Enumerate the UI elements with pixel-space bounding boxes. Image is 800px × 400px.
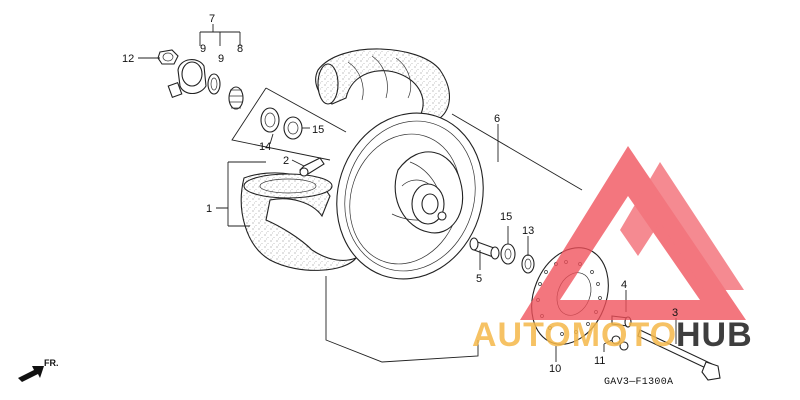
leader-lines [138,24,677,363]
tire-lower [240,172,358,271]
callout-15b: 15 [500,211,512,223]
callout-3: 3 [672,307,678,319]
callout-15a: 15 [312,124,324,136]
callout-11: 11 [594,355,605,367]
callout-1: 1 [206,203,212,215]
callout-12: 12 [122,53,134,65]
tire-upper [315,48,450,119]
callout-9a: 9 [200,43,206,55]
callout-4: 4 [621,279,627,291]
callout-6: 6 [494,113,500,125]
callout-14: 14 [259,141,271,153]
drawing-code: GAV3—F1300A [604,377,673,388]
watermark-text-hub: HUB [676,316,753,354]
front-marker-label: FR. [44,358,59,368]
watermark-text-automoto: AUTOMOTO [472,316,677,354]
wheel-rim [336,112,484,280]
callout-10: 10 [549,363,561,375]
callout-9b: 9 [218,53,224,65]
callout-5: 5 [476,273,482,285]
hub-parts-left [157,49,325,177]
callout-13: 13 [522,225,534,237]
callout-8: 8 [237,43,243,55]
callout-7: 7 [209,13,215,25]
callout-2: 2 [283,155,289,167]
front-arrow-icon [18,366,44,382]
watermark-logo [520,146,746,320]
